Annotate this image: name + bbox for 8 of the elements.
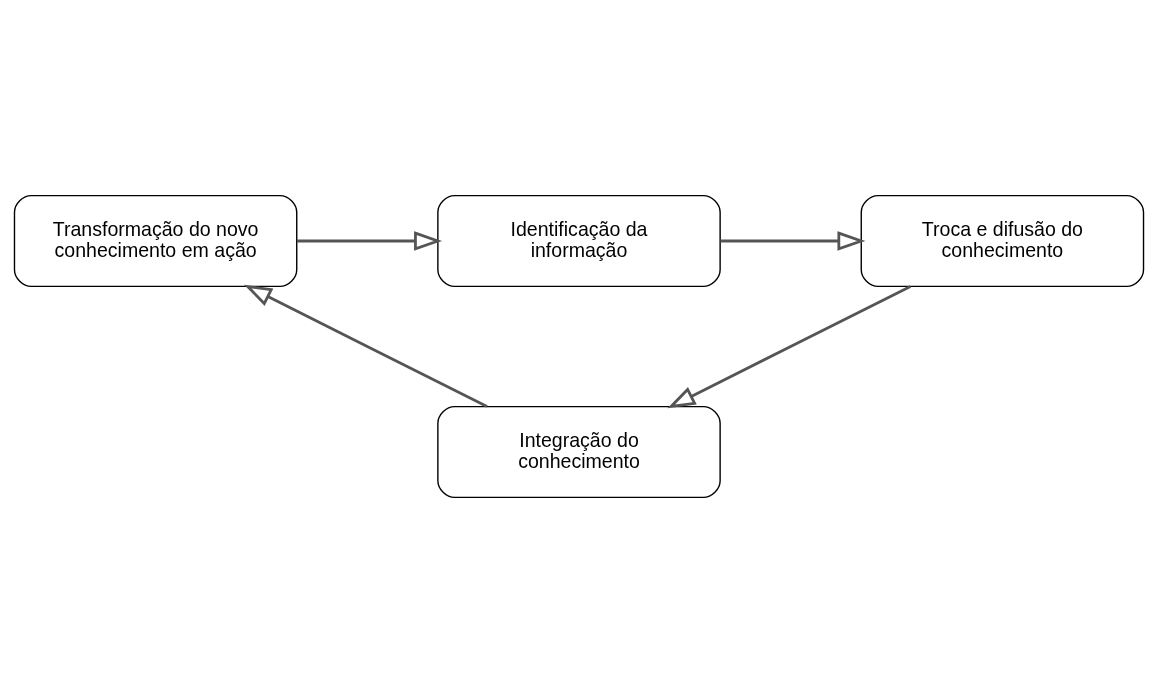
node-box: Transformação do novo conhecimento em ação: [13, 194, 298, 287]
node-box: Troca e difusão do conhecimento: [860, 194, 1145, 287]
arrow: [243, 284, 488, 408]
node-box: Identificação da informação: [437, 194, 721, 287]
node-box: Integração do conhecimento: [437, 405, 721, 498]
arrow: [720, 230, 866, 251]
arrow: [667, 284, 912, 408]
arrow: [297, 230, 443, 251]
